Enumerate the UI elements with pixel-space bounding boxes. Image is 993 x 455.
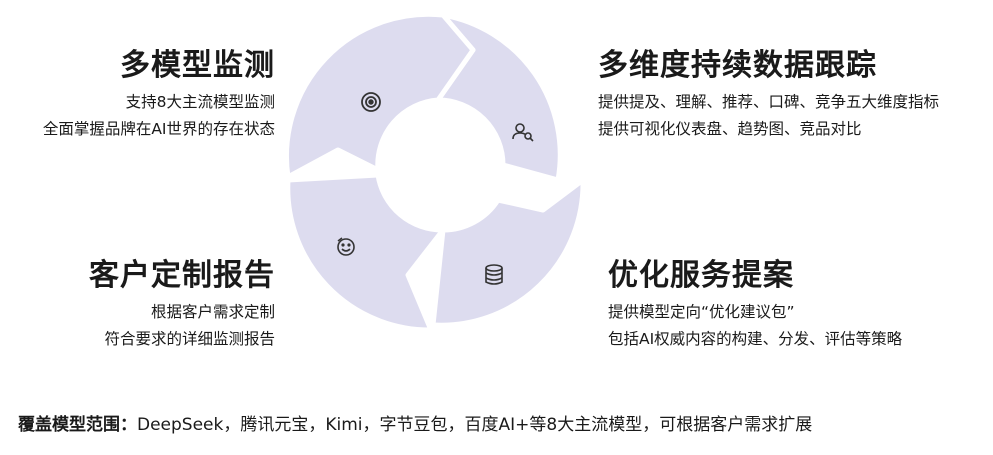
quadrant-title: 客户定制报告 — [89, 258, 275, 293]
quadrant-custom-report: 客户定制报告 根据客户需求定制 符合要求的详细监测报告 — [89, 256, 275, 350]
quadrant-desc-line: 全面掌握品牌在AI世界的存在状态 — [42, 120, 275, 138]
quadrant-desc-line: 支持8大主流模型监测 — [125, 93, 275, 111]
quadrant-desc-line: 根据客户需求定制 — [150, 303, 275, 321]
quadrant-title: 多维度持续数据跟踪 — [598, 48, 877, 83]
ring-segment-bottom-right — [430, 177, 586, 328]
quadrant-data-tracking: 多维度持续数据跟踪 提供提及、理解、推荐、口碑、竞争五大维度指标 提供可视化仪表… — [598, 46, 939, 140]
emoji-icon — [337, 237, 355, 256]
quadrant-desc-line: 提供提及、理解、推荐、口碑、竞争五大维度指标 — [598, 93, 940, 111]
ring-segments — [283, 11, 586, 333]
quadrant-desc-line: 提供可视化仪表盘、趋势图、竞品对比 — [598, 120, 862, 138]
quadrant-desc-line: 符合要求的详细监测报告 — [104, 330, 275, 348]
ring-segment-bottom-left — [285, 172, 446, 333]
database-icon — [485, 264, 503, 285]
quadrant-desc-line: 提供模型定向“优化建议包” — [608, 303, 795, 321]
quadrant-title: 多模型监测 — [120, 48, 275, 83]
quadrant-optimization-proposal: 优化服务提案 提供模型定向“优化建议包” 包括AI权威内容的构建、分发、评估等策… — [608, 256, 902, 350]
ring-segment-top-left — [283, 11, 476, 180]
target-icon — [361, 92, 381, 112]
quadrant-title: 优化服务提案 — [608, 258, 794, 293]
coverage-label: 覆盖模型范围： — [18, 415, 137, 435]
user-search-icon — [512, 123, 534, 142]
cycle-ring-diagram — [283, 11, 586, 333]
coverage-text: DeepSeek，腾讯元宝，Kimi，字节豆包，百度AI+等8大主流模型，可根据… — [137, 415, 813, 435]
quadrant-desc-line: 包括AI权威内容的构建、分发、评估等策略 — [608, 330, 903, 348]
model-coverage-footer: 覆盖模型范围：DeepSeek，腾讯元宝，Kimi，字节豆包，百度AI+等8大主… — [18, 410, 812, 435]
quadrant-multi-model-monitoring: 多模型监测 支持8大主流模型监测 全面掌握品牌在AI世界的存在状态 — [43, 46, 275, 140]
